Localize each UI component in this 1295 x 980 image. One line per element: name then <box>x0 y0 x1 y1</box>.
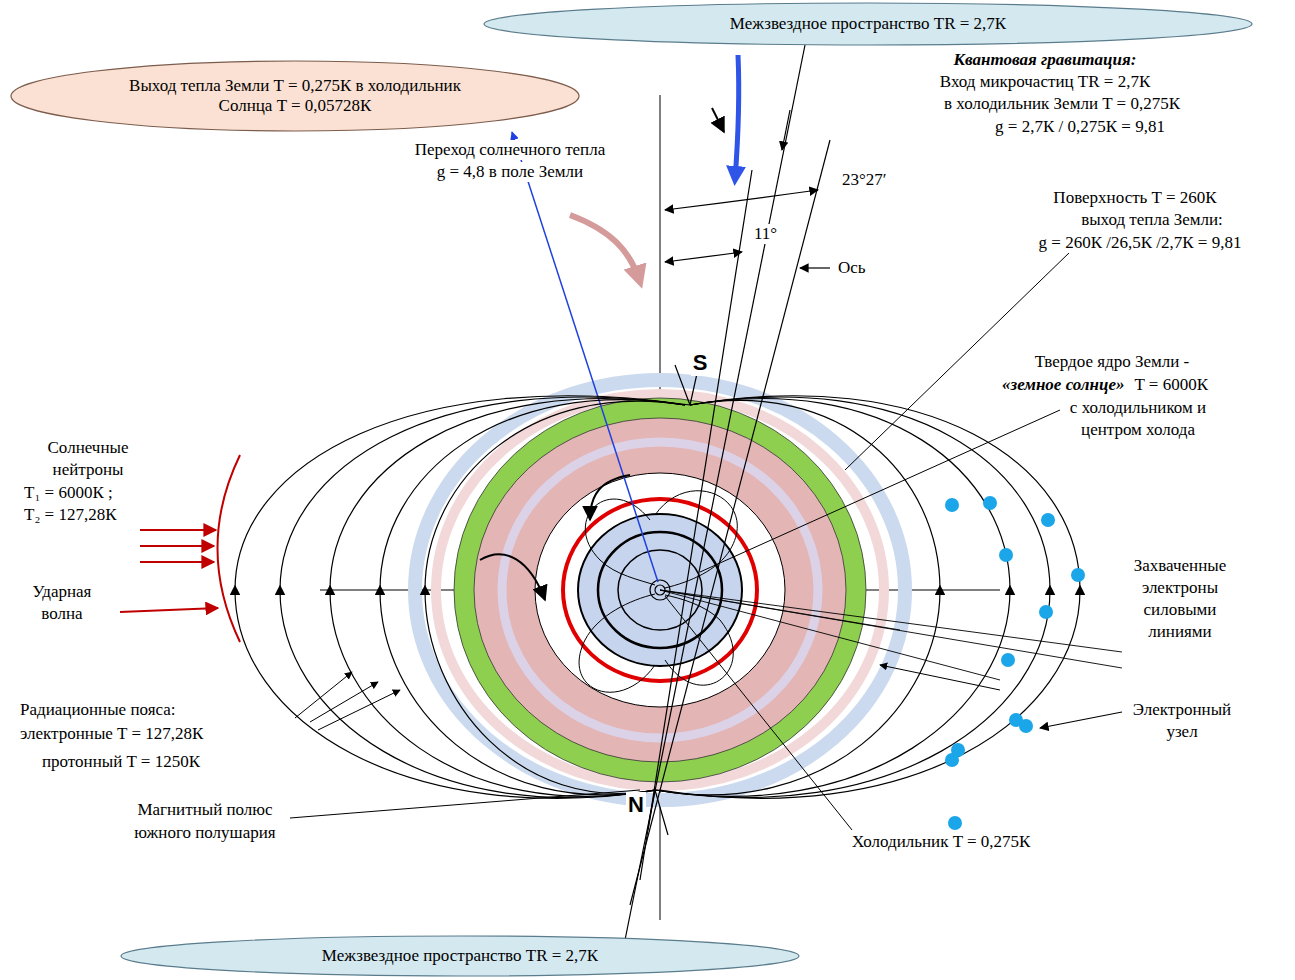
annotation-label: T₂ = 127,28К <box>22 505 119 525</box>
annotation-label: Квантовая гравитация: <box>952 50 1139 70</box>
pole-lines <box>648 360 700 835</box>
annotation-label: узел <box>1164 722 1199 742</box>
annotation-label: нейтроны <box>51 460 126 480</box>
leader-lines <box>290 252 1070 830</box>
annotation-label: линиями <box>1146 622 1213 642</box>
annotation-label: 23°27′ <box>840 170 889 190</box>
annotation-label: центром холода <box>1079 420 1197 440</box>
space-ellipse: Межзвездное пространство TR = 2,7К <box>120 935 800 977</box>
annotation-label: в холодильник Земли T = 0,275К <box>942 94 1182 114</box>
shock-wave <box>218 455 241 642</box>
rotation-arrow <box>480 554 545 600</box>
annotation-label: южного полушария <box>132 823 277 843</box>
neutron-arrows <box>120 530 218 612</box>
ellipse-text: Межзвездное пространство TR = 2,7К <box>322 946 598 966</box>
annotation-label: Вход микрочастиц TR = 2,7К <box>938 72 1152 92</box>
leader-line <box>800 267 830 268</box>
annotation-label: Поверхность T = 260К <box>1051 188 1218 208</box>
annotation-label: Ось <box>836 258 868 278</box>
annotation-label: «земное солнце» <box>1000 375 1127 395</box>
annotation-label: волна <box>39 604 84 624</box>
annotation-label: Переход солнечного тепла <box>413 140 607 160</box>
angle-arc <box>665 252 742 262</box>
annotation-label: T = 6000К <box>1133 375 1211 395</box>
annotation-label: Магнитный полюс <box>135 800 274 820</box>
annotation-label: S <box>691 350 710 376</box>
leader-line <box>1040 712 1122 728</box>
annotation-label: протонный T = 1250К <box>40 752 202 772</box>
ray-lines <box>660 590 1122 680</box>
annotation-label: T₁ = 6000К ; <box>22 483 115 503</box>
annotation-label: Электронный <box>1131 700 1233 720</box>
annotation-label: Солнечные <box>46 438 131 458</box>
earth-body <box>415 380 905 800</box>
annotation-label: электроны <box>1140 578 1220 598</box>
ray-arrow <box>880 665 1000 690</box>
heat-outflow-line <box>512 132 658 582</box>
angle-arc <box>665 190 818 210</box>
particle-line <box>625 45 805 940</box>
annotation-label: g = 4,8 в поле Земли <box>435 162 585 182</box>
annotation-label: g = 2,7К / 0,275К = 9,81 <box>993 117 1167 137</box>
annotation-label: Холодильник T = 0,275К <box>850 832 1032 852</box>
particle-arrow <box>782 110 790 150</box>
annotation-label: g = 260К /26,5К /2,7К = 9,81 <box>1037 233 1244 253</box>
annotation-label: силовыми <box>1142 600 1219 620</box>
core-field-lines <box>579 491 737 693</box>
annotation-label: с холодильником и <box>1068 398 1208 418</box>
small-arrow <box>712 108 724 132</box>
annotation-label: электронные T = 127,28К <box>18 724 205 744</box>
annotation-label: Твердое ядро Земли - <box>1033 352 1191 372</box>
annotation-label: выход тепла Земли: <box>1079 210 1225 230</box>
inflow-arrow <box>735 55 739 180</box>
annotation-label: N <box>626 792 646 818</box>
tilt-axis <box>640 170 752 880</box>
electron-dots <box>945 496 1085 830</box>
annotation-label: 11° <box>752 224 779 244</box>
field-lines <box>235 396 1080 799</box>
space-ellipse: Межзвездное пространство TR = 2,7К <box>483 2 1253 46</box>
space-ellipse: Выход тепла Земли T = 0,275К в холодильн… <box>10 60 580 132</box>
ellipse-text: Выход тепла Земли T = 0,275К в холодильн… <box>125 76 465 117</box>
heat-arrow <box>570 215 640 282</box>
ellipse-text: Межзвездное пространство TR = 2,7К <box>730 14 1006 34</box>
annotation-label: Ударная <box>31 582 94 602</box>
rotation-arrow <box>590 475 630 520</box>
annotation-label: Радиационные пояса: <box>18 700 178 720</box>
annotation-label: Захваченные <box>1132 556 1229 576</box>
